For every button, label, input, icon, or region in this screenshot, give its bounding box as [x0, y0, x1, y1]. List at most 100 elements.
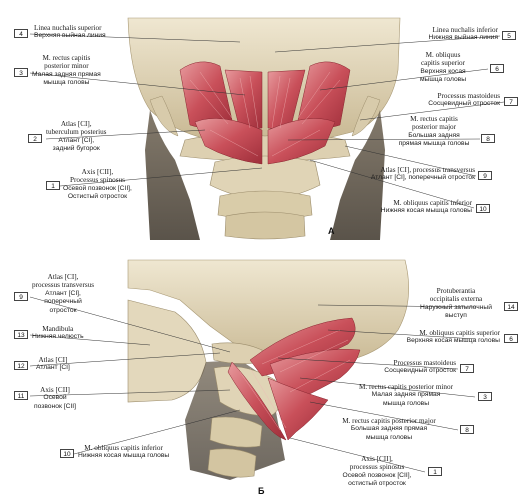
label-latin: Atlas [CI],: [60, 120, 92, 128]
label-latin: M. obliquus capitis superior: [419, 329, 500, 337]
label-number: 1: [46, 181, 60, 190]
label-latin: M. rectus capitis: [42, 54, 91, 62]
rectus-major-left: [194, 118, 263, 165]
label-russian: Атлант [CI], поперечный отросток: [370, 174, 475, 182]
label-number: 8: [481, 134, 495, 143]
label-russian: Нижняя косая мышца головы: [380, 207, 472, 215]
label-b-rectus-minor: M. rectus capitis posterior minor Малая …: [338, 383, 474, 408]
label-russian: Наружный затылочный: [420, 303, 492, 311]
label-russian: Осевой позвонок [CII],: [342, 471, 412, 479]
label-russian: мышца головы: [365, 433, 413, 441]
label-latin: Processus mastoideus: [437, 92, 501, 100]
label-b-rectus-major: M. rectus capitis posterior major Больша…: [322, 417, 456, 442]
label-b-axis-spinosus: Axis [CII], processus spinosus Осевой по…: [330, 455, 424, 489]
label-russian: Нижняя косая мышца головы: [78, 452, 170, 460]
label-russian: Сосцевидный отросток: [384, 367, 456, 375]
label-latin: Processus mastoideus: [393, 359, 457, 367]
label-obliquus-inferior: M. obliquus capitis inferior Нижняя коса…: [350, 199, 472, 216]
mastoid-right: [351, 95, 381, 137]
label-latin: M. obliquus: [425, 51, 461, 59]
panel-letter-a: A: [328, 226, 335, 236]
label-latin: capitis superior: [420, 59, 466, 68]
rectus-major-b: [267, 377, 329, 441]
label-linea-nuchalis-superior: Linea nuchalis superior Верхняя выйная л…: [34, 24, 106, 41]
label-russian: Осевой: [43, 394, 67, 402]
label-latin: Linea nuchalis inferior: [432, 26, 498, 34]
label-number: 4: [14, 29, 28, 38]
label-rectus-posterior-minor: M. rectus capitis posterior minor Малая …: [32, 54, 101, 88]
vertebra-c4: [224, 211, 306, 240]
label-number: 7: [504, 97, 518, 106]
label-latin: tuberculum posterius: [46, 128, 107, 137]
label-latin: Atlas [CI], processus transversus: [380, 166, 475, 174]
label-russian: Осевой позвонок [CII],: [63, 184, 132, 192]
neck-shadow-left: [145, 110, 200, 240]
label-russian: Верхняя выйная линия: [34, 32, 106, 40]
label-russian: Большая задняя прямая: [350, 425, 428, 433]
leader-lines: [29, 33, 505, 473]
label-b-protuberantia: Protuberantia occipitalis externa Наружн…: [412, 287, 500, 321]
rectus-minor-left: [224, 69, 263, 131]
label-atlas-transversus: Atlas [CI], processus transversus Атлант…: [348, 166, 475, 183]
label-latin: Protuberantia: [436, 287, 476, 295]
vertebra-b4: [207, 448, 257, 478]
label-latin: Mandibula: [42, 325, 74, 333]
label-number: 8: [460, 425, 474, 434]
label-russian: Сосцевидный отросток: [428, 100, 500, 108]
label-russian: выступ: [445, 312, 467, 320]
mandible-shape: [127, 299, 207, 403]
label-atlas-tuberculum: Atlas [CI], tuberculum posterius Атлант …: [46, 120, 106, 154]
label-latin: Axis [CII]: [40, 386, 70, 394]
label-russian: Большая задняя: [408, 131, 460, 139]
label-number: 6: [490, 64, 504, 73]
label-b-axis: Axis [CII] Осевой позвонок [CII]: [34, 386, 76, 411]
label-latin: Linea nuchalis superior: [34, 24, 102, 32]
label-latin: posterior major: [411, 123, 457, 132]
label-latin: M. rectus capitis: [410, 115, 458, 123]
label-russian: прямая мышца головы: [398, 140, 470, 148]
label-latin: Atlas [CI],: [47, 273, 79, 281]
neck-shadow-right: [330, 110, 385, 240]
label-russian: Нижняя выйная линия: [428, 34, 498, 42]
label-latin: Axis [CII],: [361, 455, 393, 463]
label-b-atlas-transversus: Atlas [CI], processus transversus Атлант…: [32, 273, 94, 315]
label-b-atlas: Atlas [CI] Атлант [CI]: [36, 356, 70, 373]
label-russian: позвонок [CII]: [34, 402, 76, 410]
rectus-major-right: [267, 118, 336, 165]
panel-letter-b: Б: [258, 486, 265, 496]
label-processus-mastoideus: Processus mastoideus Сосцевидный отросто…: [396, 92, 500, 109]
label-number: 7: [460, 364, 474, 373]
label-russian: поперечный: [44, 298, 82, 306]
label-latin: M. rectus capitis posterior minor: [358, 383, 454, 391]
label-number: 14: [504, 302, 518, 311]
label-number: 9: [14, 292, 28, 301]
label-b-obliquus-superior: M. obliquus capitis superior Верхняя кос…: [370, 329, 500, 346]
label-number: 10: [60, 449, 74, 458]
label-number: 3: [14, 68, 28, 77]
panel-b-art: [127, 259, 409, 480]
label-latin: M. rectus capitis posterior major: [342, 417, 436, 425]
label-latin: posterior minor: [44, 62, 89, 71]
label-number: 1: [428, 467, 442, 476]
label-number: 10: [476, 204, 490, 213]
label-obliquus-superior: M. obliquus capitis superior Верхняя кос…: [400, 51, 486, 85]
label-b-processus-mastoideus: Processus mastoideus Сосцевидный отросто…: [352, 359, 456, 376]
rectus-minor-right: [267, 69, 306, 131]
label-b-mandibula: Mandibula Нижняя челюсть: [32, 325, 84, 342]
label-russian: остистый отросток: [348, 480, 406, 488]
mastoid-left: [149, 95, 179, 137]
label-linea-nuchalis-inferior: Linea nuchalis inferior Нижняя выйная ли…: [400, 26, 498, 43]
label-number: 9: [478, 171, 492, 180]
label-latin: M. obliquus capitis inferior: [393, 199, 472, 207]
label-number: 12: [14, 361, 28, 370]
label-number: 11: [14, 391, 28, 400]
label-russian: Атлант [CI],: [58, 136, 95, 144]
label-latin: Processus spinosus: [69, 176, 125, 185]
label-russian: Малая задняя прямая: [32, 70, 101, 78]
label-b-obliquus-inferior: M. obliquus capitis inferior Нижняя коса…: [78, 444, 169, 461]
label-latin: processus spinosus: [349, 463, 405, 472]
label-number: 3: [478, 392, 492, 401]
label-russian: Остистый отросток: [67, 193, 128, 201]
label-number: 2: [28, 134, 42, 143]
